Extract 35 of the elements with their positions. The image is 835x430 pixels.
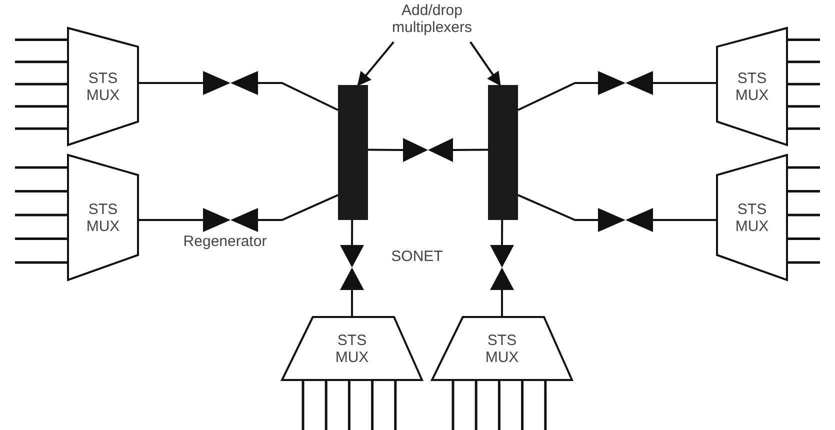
connector-line (351, 220, 354, 245)
add-drop-multiplexer-bar (338, 85, 368, 220)
regenerator-symbol (403, 138, 453, 162)
multiplexer-trapezoid (432, 317, 572, 380)
callout-label: Add/drop multiplexers (368, 2, 496, 42)
connector-line (501, 220, 504, 245)
regenerator-symbol (203, 208, 258, 232)
regenerator-symbol (203, 71, 258, 95)
connector-line (138, 219, 203, 221)
regenerator-symbol (598, 71, 653, 95)
connector-line (258, 194, 338, 221)
node-label: STS MUX (484, 332, 520, 366)
connector-line (518, 194, 598, 221)
node-label: STS MUX (85, 70, 121, 104)
leader-arrow (470, 41, 501, 86)
connector-line (518, 82, 598, 111)
node-label: STS MUX (334, 332, 370, 366)
connector-line (258, 82, 338, 111)
node-label: STS MUX (85, 200, 121, 234)
multiplexer-trapezoid (68, 28, 138, 145)
connector-line (138, 82, 203, 84)
regenerator-symbol (340, 245, 364, 290)
multiplexer-trapezoid (717, 155, 787, 280)
network-label: SONET (390, 248, 444, 265)
node-label: STS MUX (734, 70, 770, 104)
multiplexer-trapezoid (717, 28, 787, 145)
leader-arrow (357, 41, 394, 86)
connector-line (368, 148, 403, 151)
node-label: STS MUX (734, 200, 770, 234)
node-caption: Regenerator (182, 233, 268, 250)
regenerator-symbol (598, 208, 653, 232)
regenerator-symbol (490, 245, 514, 290)
multiplexer-trapezoid (68, 155, 138, 280)
add-drop-multiplexer-bar (488, 85, 518, 220)
multiplexer-trapezoid (282, 317, 422, 380)
